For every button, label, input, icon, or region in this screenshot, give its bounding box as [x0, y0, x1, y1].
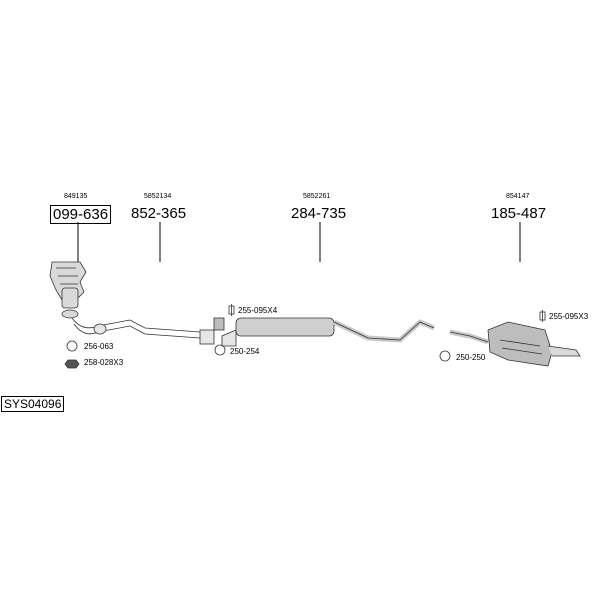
- fitting-code-label[interactable]: 256-063: [84, 342, 114, 351]
- clamp-icon: [539, 310, 546, 322]
- clamp-icon: [228, 304, 235, 316]
- front-pipe-part: [71, 317, 215, 345]
- rear-silencer-part: [449, 321, 581, 367]
- part-number-label[interactable]: 284-735: [291, 205, 347, 222]
- center-silencer-part: [213, 317, 435, 347]
- part-ref-label: 5852134: [144, 193, 172, 200]
- fitting-code-label[interactable]: 255-095X4: [238, 306, 278, 315]
- fitting-code-label[interactable]: 255-095X3: [549, 312, 589, 321]
- part-number-label[interactable]: 099-636: [50, 205, 112, 224]
- part-number-label[interactable]: 852-365: [131, 205, 187, 222]
- hanger-ring-icon: [439, 350, 451, 362]
- part-ref-label: 849135: [64, 193, 88, 200]
- fitting-code-label[interactable]: 250-254: [230, 347, 260, 356]
- hanger-ring-icon: [214, 344, 226, 356]
- part-ref-label: 854147: [506, 193, 530, 200]
- part-number-label[interactable]: 185-487: [491, 205, 547, 222]
- part-ref-label: 5852261: [303, 193, 331, 200]
- fitting-code-label[interactable]: 258-028X3: [84, 358, 124, 367]
- nut-icon: [64, 359, 80, 369]
- gasket-ring-icon: [66, 340, 78, 352]
- system-code-badge: SYS04096: [1, 396, 65, 412]
- fitting-code-label[interactable]: 250-250: [456, 353, 486, 362]
- exhaust-manifold-part: [49, 261, 87, 319]
